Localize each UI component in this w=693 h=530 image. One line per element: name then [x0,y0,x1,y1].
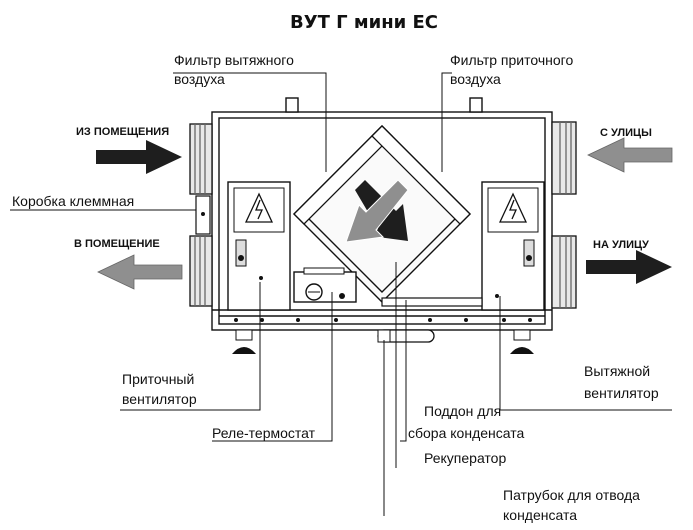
left-duct-lower [189,235,213,307]
left-foot [232,329,256,354]
exhaust-fan-box [481,181,545,311]
left-duct-upper [189,123,213,195]
supply-fan-box [227,181,291,311]
label-tray-1: Поддон для [424,403,501,419]
leader-lines [10,72,672,516]
supply-filter [371,125,471,225]
right-duct-lower [551,235,577,309]
arrow-from-room [96,140,182,174]
label-from-street: С УЛИЦЫ [600,127,652,139]
label-supply-fan-2: вентилятор [122,391,197,407]
label-supply-filter-2: воздуха [450,71,501,87]
inner-flow-arrows [345,179,409,243]
label-thermostat: Реле-термостат [212,425,316,441]
label-exhaust-fan-2: вентилятор [584,385,659,401]
label-recuperator: Рекуператор [424,450,506,466]
arrow-to-street [586,250,672,284]
condensate-tray [381,297,483,307]
base-bolts [234,318,532,322]
label-exhaust-filter-2: воздуха [174,71,225,87]
label-exhaust-filter-1: Фильтр вытяжного [174,52,294,68]
diagram-title: ВУТ Г мини ЕС [290,12,438,33]
label-from-room: ИЗ ПОМЕЩЕНИЯ [76,126,169,138]
arrow-to-room [97,254,183,290]
label-to-street: НА УЛИЦУ [593,239,649,251]
right-duct-upper [551,121,577,195]
label-drain-1: Патрубок для отвода [503,487,640,503]
label-drain-2: конденсата [503,507,577,523]
right-foot [510,329,534,354]
arrow-from-street [587,137,673,173]
label-supply-fan-1: Приточный [122,371,194,387]
label-tray-2: сбора конденсата [408,425,524,441]
label-exhaust-fan-1: Вытяжной [584,363,650,379]
label-supply-filter-1: Фильтр приточного [450,52,573,68]
thermostat-unit [293,267,357,303]
label-terminal-box: Коробка клеммная [12,193,134,209]
terminal-box [195,195,211,235]
label-to-room: В ПОМЕЩЕНИЕ [74,238,160,250]
